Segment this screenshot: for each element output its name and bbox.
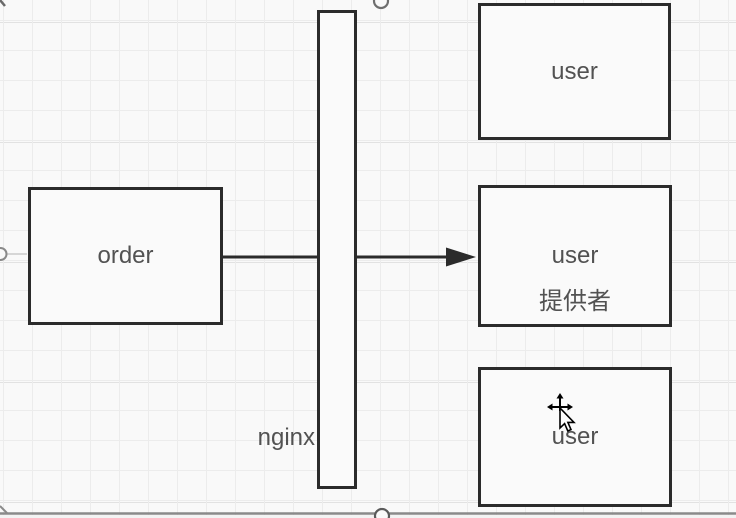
arrowhead-icon [446,247,476,267]
shape-user-bottom-label: user [551,423,599,450]
shape-user-top[interactable]: user [478,3,671,140]
bottom-left-corner-mark [0,505,8,514]
top-left-corner-mark [0,0,6,7]
shape-user-middle-label: user [551,242,599,269]
shape-user-middle-sublabel: 提供者 [539,288,611,315]
shape-order[interactable]: order [28,187,223,325]
shape-order-label: order [97,242,154,269]
shape-user-bottom[interactable]: user [478,367,672,507]
shape-nginx-label: nginx [257,424,315,451]
shape-nginx-bar[interactable] [317,10,357,489]
shape-user-top-label: user [551,57,598,85]
edge-handle-left[interactable] [0,247,8,261]
shape-user-middle[interactable]: user 提供者 [478,185,672,327]
edge-handle-bottom[interactable] [373,507,391,518]
edge-handle-top[interactable] [372,0,390,10]
